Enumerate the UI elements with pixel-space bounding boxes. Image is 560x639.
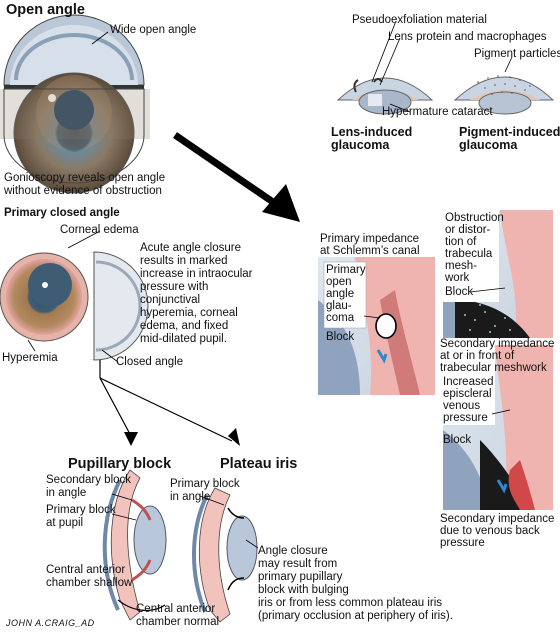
closed-angle-eye-illustration: [0, 251, 149, 361]
plateau-desc-line: Angle closure: [258, 545, 328, 557]
closed-angle-desc-line: increase in intraocular: [140, 268, 253, 280]
lens-induced-title-line2: glaucoma: [331, 138, 390, 152]
trabecular-obstruction-line: or distor-: [445, 224, 491, 236]
venous-caption-line: Secondary impedance: [440, 513, 555, 525]
closed-angle-desc-line: hyperemia, corneal: [140, 307, 238, 319]
closed-angle-label: Closed angle: [116, 356, 184, 368]
schlemm-block-label: Block: [326, 331, 355, 343]
primary-block-pupil-label-line2: at pupil: [46, 517, 84, 529]
plateau-desc-line: may result from: [258, 558, 338, 570]
pupillary-block-title: Pupillary block: [68, 456, 172, 472]
closed-angle-desc-line: edema, and fixed: [140, 320, 229, 332]
trabecular-obstruction-line: Obstruction: [445, 212, 504, 224]
plateau-iris-illustration: [192, 487, 258, 623]
open-angle-title: Open angle: [6, 2, 85, 18]
pupillary-block-illustration: [102, 469, 167, 621]
central-chamber-normal-label: Central anterior: [136, 603, 216, 615]
venous-pressure-line: Increased: [443, 376, 494, 388]
primary-impedance-label: Primary impedance: [320, 233, 420, 245]
pigment-induced-title: Pigment-induced: [459, 125, 560, 139]
schlemm-canal-panel: [318, 257, 435, 395]
pigment-particles-label: Pigment particles: [474, 48, 560, 60]
central-chamber-shallow-label: Central anterior: [46, 564, 126, 576]
venous-pressure-line: venous: [443, 400, 481, 412]
plateau-desc-line: iris or from less common plateau iris: [258, 597, 443, 609]
trabecular-obstruction-line: tion of: [445, 236, 477, 248]
trabecular-block-label: Block: [445, 286, 474, 298]
trabecular-caption-line: trabecular meshwork: [440, 362, 547, 374]
plateau-primary-block-label-line2: in angle: [170, 491, 211, 503]
trabecular-caption-line: Secondary impedance: [440, 338, 555, 350]
closed-angle-desc-line: Acute angle closure: [140, 242, 242, 254]
trabecular-caption-line: at or in front of: [440, 350, 515, 362]
closed-angle-title: Primary closed angle: [4, 207, 120, 219]
open-angle-caption-line1: Gonioscopy reveals open angle: [4, 172, 166, 184]
central-chamber-normal-label-line2: chamber normal: [136, 616, 220, 628]
venous-block-label: Block: [443, 434, 472, 446]
closed-angle-desc-line: conjunctival: [140, 294, 201, 306]
lens-induced-eye-illustration: [336, 77, 434, 115]
closed-angle-desc-line: pressure with: [140, 281, 209, 293]
venous-caption-line: pressure: [440, 537, 485, 549]
primary-block-pupil-label: Primary block: [46, 504, 116, 516]
trabecular-obstruction-line: mesh-: [445, 260, 477, 272]
poag-inset-line: angle: [326, 288, 355, 300]
poag-inset-line: Primary: [326, 264, 366, 276]
trabecular-panel: [443, 210, 553, 338]
poag-inset-line: coma: [326, 312, 355, 324]
artist-signature: JOHN A.CRAIG_AD: [6, 618, 95, 628]
plateau-desc-line: block with bulging: [258, 584, 349, 596]
venous-pressure-line: pressure: [443, 412, 488, 424]
primary-impedance-label-line2: at Schlemm’s canal: [320, 245, 420, 257]
closed-angle-desc-line: mid-dilated pupil.: [140, 333, 227, 345]
plateau-desc-line: primary pupillary: [258, 571, 343, 583]
poag-inset-line: glau-: [326, 300, 352, 312]
pseudoexfoliation-label: Pseudoexfoliation material: [352, 14, 487, 26]
plateau-iris-title: Plateau iris: [220, 456, 298, 472]
secondary-block-label: Secondary block: [46, 474, 132, 486]
central-chamber-shallow-label-line2: chamber shallow: [46, 577, 133, 589]
open-angle-eye-illustration: [0, 14, 150, 194]
pigment-induced-eye-illustration: [453, 75, 555, 115]
venous-panel: [443, 345, 553, 510]
trabecular-obstruction-line: trabecula: [445, 248, 493, 260]
secondary-block-label-line2: in angle: [46, 487, 87, 499]
closed-angle-desc-line: results in marked: [140, 255, 228, 267]
venous-pressure-line: episcleral: [443, 388, 492, 400]
hypermature-cataract-label: Hypermature cataract: [382, 106, 493, 118]
lens-protein-label: Lens protein and macrophages: [388, 31, 547, 43]
lens-induced-title: Lens-induced: [331, 125, 413, 139]
plateau-desc-line: (primary occlusion at periphery of iris)…: [258, 610, 453, 622]
pigment-induced-title-line2: glaucoma: [459, 138, 518, 152]
open-angle-caption-line2: without evidence of obstruction: [4, 185, 162, 197]
wide-open-angle-label: Wide open angle: [110, 24, 197, 36]
trabecular-obstruction-line: work: [445, 272, 470, 284]
venous-caption-line: due to venous back: [440, 525, 540, 537]
poag-inset-line: open: [326, 276, 352, 288]
hyperemia-label: Hyperemia: [2, 352, 58, 364]
corneal-edema-label: Corneal edema: [60, 224, 139, 236]
plateau-primary-block-label: Primary block: [170, 478, 240, 490]
